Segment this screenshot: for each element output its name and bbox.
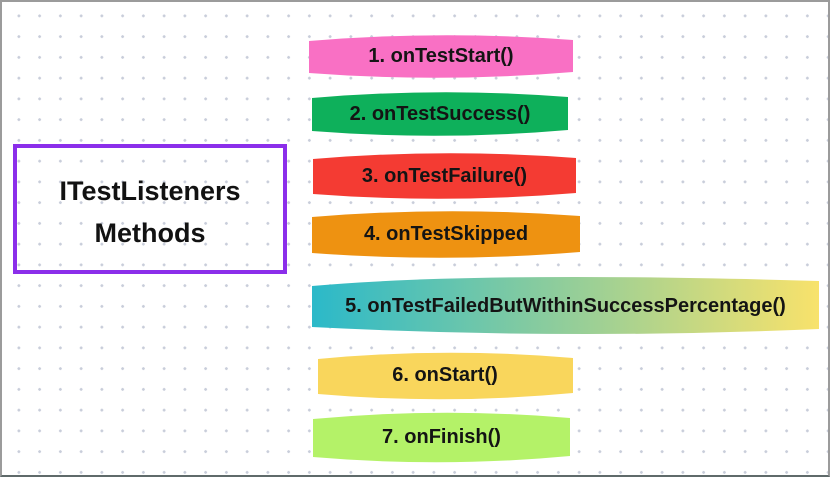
banner-on-test-failed-but-within-success-percentage: 5. onTestFailedButWithinSuccessPercentag… xyxy=(310,275,821,337)
banner-on-test-success: 2. onTestSuccess() xyxy=(310,90,570,138)
ribbon-fill xyxy=(309,35,573,78)
banner-ribbon-shape xyxy=(313,153,576,199)
ribbon-fill xyxy=(318,352,573,400)
ribbon-fill xyxy=(312,277,819,335)
ribbon-fill xyxy=(312,92,568,136)
ribbon-fill xyxy=(313,153,576,199)
banner-ribbon-shape xyxy=(318,352,573,400)
title-box: ITestListeners Methods xyxy=(13,144,287,274)
banner-on-test-failure: 3. onTestFailure() xyxy=(311,151,578,201)
banner-on-test-skipped: 4. onTestSkipped xyxy=(310,209,582,260)
banner-ribbon-shape xyxy=(312,211,580,258)
banner-label: 6. onStart() xyxy=(392,364,498,386)
banner-label: 1. onTestStart() xyxy=(368,45,514,67)
banner-label: 2. onTestSuccess() xyxy=(349,102,531,125)
title-line-2: Methods xyxy=(94,218,206,248)
banner-on-start: 6. onStart() xyxy=(315,350,575,401)
banner-label: 3. onTestFailure() xyxy=(361,164,528,187)
banner-ribbon-shape xyxy=(312,277,819,335)
ribbon-fill xyxy=(313,412,570,463)
banner-label: 7. onFinish() xyxy=(382,426,501,448)
banner-on-test-start: 1. onTestStart() xyxy=(307,33,575,80)
banner-on-finish: 7. onFinish() xyxy=(311,410,572,465)
banner-label: 5. onTestFailedButWithinSuccessPercentag… xyxy=(345,294,786,317)
banner-ribbon-shape xyxy=(309,35,573,78)
banner-ribbon-shape xyxy=(313,412,570,463)
title-line-1: ITestListeners xyxy=(59,176,241,206)
banner-label: 4. onTestSkipped xyxy=(363,223,529,245)
ribbon-fill xyxy=(312,211,580,258)
banner-ribbon-shape xyxy=(312,92,568,136)
